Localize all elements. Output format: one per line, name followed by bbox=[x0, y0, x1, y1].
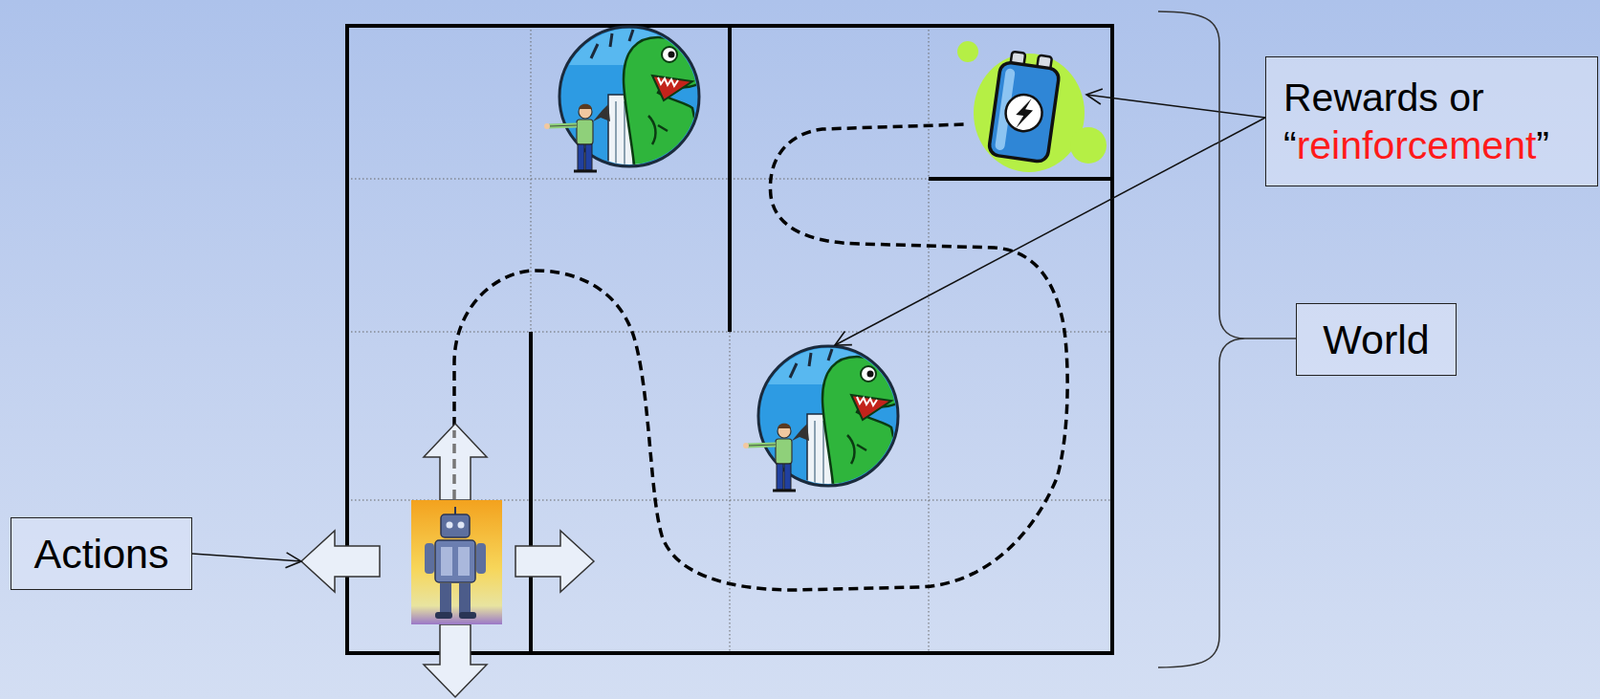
battery-icon bbox=[957, 41, 1107, 173]
dashed-route bbox=[454, 124, 1068, 591]
box-label: Actions bbox=[17, 528, 186, 579]
highlight-word: reinforcement bbox=[1296, 123, 1537, 168]
callout-box: Actions bbox=[10, 517, 193, 591]
callout-box: World bbox=[1295, 303, 1457, 376]
leader-lines bbox=[192, 94, 1266, 562]
callout-box: Rewards or “reinforcement” bbox=[1265, 56, 1599, 187]
robot-agent bbox=[411, 500, 503, 625]
action-arrows bbox=[301, 423, 594, 698]
monster-icon bbox=[743, 346, 905, 493]
box-label: World bbox=[1302, 314, 1450, 365]
maze-walls bbox=[347, 25, 1113, 654]
monster-icon bbox=[544, 26, 706, 174]
route-start-dash bbox=[452, 430, 457, 500]
grid-dotted-lines bbox=[347, 25, 1113, 654]
box-label: Rewards or “reinforcement” bbox=[1283, 73, 1588, 170]
